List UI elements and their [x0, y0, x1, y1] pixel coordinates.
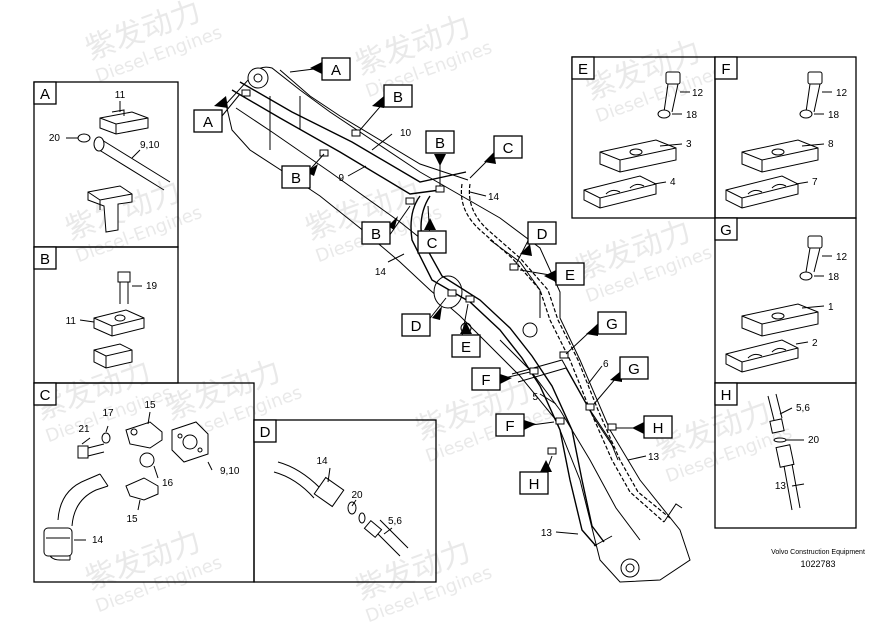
part-label: 12 [836, 88, 848, 99]
part-label: 10 [400, 128, 412, 139]
svg-text:B: B [435, 135, 445, 152]
detail-box-f: F 12 18 8 7 [714, 56, 857, 219]
part-label: 13 [648, 452, 660, 463]
part-label: 8 [828, 139, 834, 150]
svg-text:D: D [537, 226, 548, 243]
svg-text:B: B [371, 226, 381, 243]
svg-text:A: A [331, 62, 341, 79]
part-label: 13 [541, 528, 553, 539]
callout-tag: G [610, 356, 649, 382]
box-title: G [720, 222, 732, 239]
part-label: 9 [338, 173, 344, 184]
callout-tag: A [310, 57, 351, 81]
svg-text:A: A [203, 114, 213, 131]
box-title: D [260, 424, 271, 441]
part-label: 1 [828, 302, 834, 313]
part-label: 14 [488, 192, 500, 203]
detail-box-h: H 5,6 20 13 [714, 382, 857, 529]
svg-text:D: D [411, 318, 422, 335]
callouts: A A B B B B [193, 57, 673, 495]
part-label: 20 [808, 435, 820, 446]
svg-text:H: H [653, 420, 664, 437]
box-title: B [40, 251, 50, 268]
callout-tag: F [471, 367, 512, 391]
detail-box-d: D 14 20 5,6 [253, 419, 437, 583]
part-label: 9,10 [220, 466, 240, 477]
part-label: 12 [836, 252, 848, 263]
detail-box-e: E 12 18 3 4 [571, 56, 716, 219]
box-title: A [40, 86, 50, 103]
box-title: E [578, 61, 588, 78]
callout-tag: E [544, 262, 585, 286]
footer: Volvo Construction Equipment 1022783 [760, 549, 876, 570]
part-label: 19 [146, 281, 158, 292]
detail-box-g: G 12 18 1 2 [714, 217, 857, 384]
drawing-number: 1022783 [800, 559, 836, 569]
part-label: 13 [775, 481, 787, 492]
svg-text:G: G [628, 361, 640, 378]
svg-text:B: B [393, 89, 403, 106]
callout-tag: D [401, 306, 442, 337]
part-label: 11 [66, 316, 77, 327]
part-label: 5,6 [388, 516, 402, 527]
svg-text:E: E [461, 339, 471, 356]
box-title: H [721, 387, 732, 404]
part-label: 18 [686, 110, 698, 121]
part-label: 12 [692, 88, 704, 99]
callout-tag: E [451, 322, 481, 358]
callout-tag: B [425, 130, 455, 166]
part-label: 15 [126, 514, 138, 525]
part-label: 20 [49, 133, 61, 144]
callout-tag: C [484, 135, 523, 164]
svg-text:F: F [481, 372, 490, 389]
callout-tag: B [281, 164, 318, 189]
part-label: 21 [78, 424, 90, 435]
part-label: 6 [603, 359, 609, 370]
part-label: 18 [828, 272, 840, 283]
part-label: 9,10 [140, 140, 160, 151]
part-label: 7 [812, 177, 818, 188]
callout-tag: C [417, 218, 447, 254]
part-label: 14 [316, 456, 328, 467]
main-part-labels: 10 9 14 14 6 5 13 13 [338, 128, 659, 539]
part-label: 4 [670, 177, 676, 188]
part-label: 3 [686, 139, 692, 150]
callout-tag: B [372, 84, 413, 108]
part-label: 14 [375, 267, 387, 278]
detail-box-b: B 19 11 [33, 246, 179, 384]
part-label: 20 [351, 490, 363, 501]
callout-tag: G [586, 311, 627, 336]
part-label: 16 [162, 478, 174, 489]
svg-text:B: B [291, 170, 301, 187]
callout-tag: H [632, 415, 673, 439]
svg-text:E: E [565, 267, 575, 284]
part-label: 17 [102, 408, 114, 419]
part-label: 5,6 [796, 403, 810, 414]
callout-tag: F [495, 413, 536, 437]
svg-text:C: C [427, 235, 438, 252]
part-label: 15 [144, 400, 156, 411]
part-label: 18 [828, 110, 840, 121]
part-label: 14 [92, 535, 104, 546]
callout-tag: H [519, 460, 552, 495]
part-label: 5 [532, 392, 538, 403]
detail-box-a: A 11 20 9,10 [33, 81, 179, 248]
svg-text:C: C [503, 140, 514, 157]
svg-text:G: G [606, 316, 618, 333]
part-label: 11 [115, 90, 126, 101]
box-title: C [40, 387, 51, 404]
callout-tag: B [361, 216, 398, 245]
svg-text:H: H [529, 476, 540, 493]
part-label: 2 [812, 338, 818, 349]
box-title: F [721, 61, 730, 78]
company-name: Volvo Construction Equipment [771, 549, 865, 556]
callout-tag: D [520, 221, 557, 256]
callout-tag: A [193, 96, 228, 133]
svg-text:F: F [505, 418, 514, 435]
